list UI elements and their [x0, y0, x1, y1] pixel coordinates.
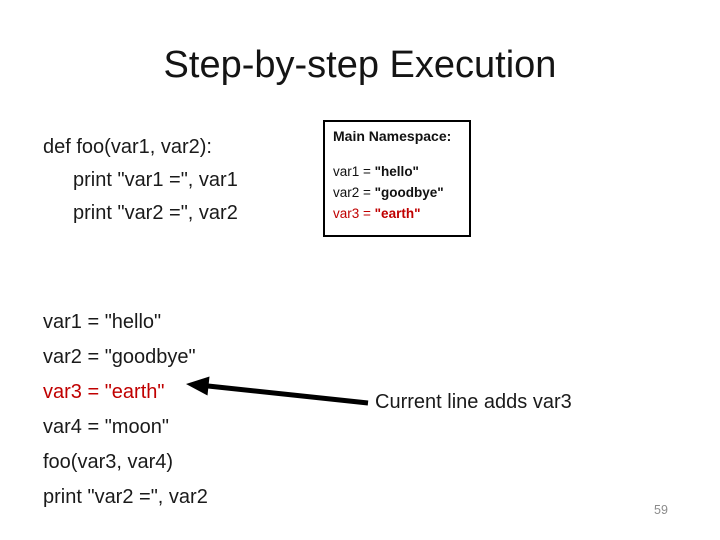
namespace-entry: var1 = "hello" [333, 161, 461, 182]
function-definition-code: def foo(var1, var2): print "var1 =", var… [43, 131, 238, 230]
code-line: print "var2 =", var2 [43, 486, 208, 508]
slide-title: Step-by-step Execution [163, 44, 557, 86]
variable-value: "goodbye" [374, 185, 444, 200]
variable-name: var3 [333, 206, 360, 221]
variable-name: var1 [333, 164, 360, 179]
namespace-box-title: Main Namespace: [333, 128, 452, 144]
code-line: foo(var3, var4) [43, 451, 174, 473]
namespace-entry: var2 = "goodbye" [333, 182, 461, 203]
slide-page-number: 59 [654, 503, 668, 517]
code-line: print "var1 =", var1 [73, 169, 238, 191]
variable-value: "earth" [374, 206, 421, 221]
equals-separator: = [359, 206, 375, 221]
code-line: var4 = "moon" [43, 416, 169, 438]
namespace-entries: var1 = "hello" var2 = "goodbye" var3 = "… [333, 161, 461, 224]
namespace-entry-highlighted: var3 = "earth" [333, 203, 461, 224]
variable-name: var2 [333, 185, 360, 200]
arrow-annotation-label: Current line adds var3 [375, 391, 572, 413]
code-line: print "var2 =", var2 [73, 202, 238, 224]
code-line: var1 = "hello" [43, 311, 162, 333]
equals-separator: = [359, 185, 375, 200]
main-program-code: var1 = "hello" var2 = "goodbye" var3 = "… [43, 305, 208, 515]
equals-separator: = [359, 164, 375, 179]
code-line-current: var3 = "earth" [43, 381, 165, 403]
code-line: var2 = "goodbye" [43, 346, 196, 368]
main-namespace-box: Main Namespace: var1 = "hello" var2 = "g… [323, 120, 471, 237]
variable-value: "hello" [374, 164, 419, 179]
code-line: def foo(var1, var2): [43, 136, 212, 158]
